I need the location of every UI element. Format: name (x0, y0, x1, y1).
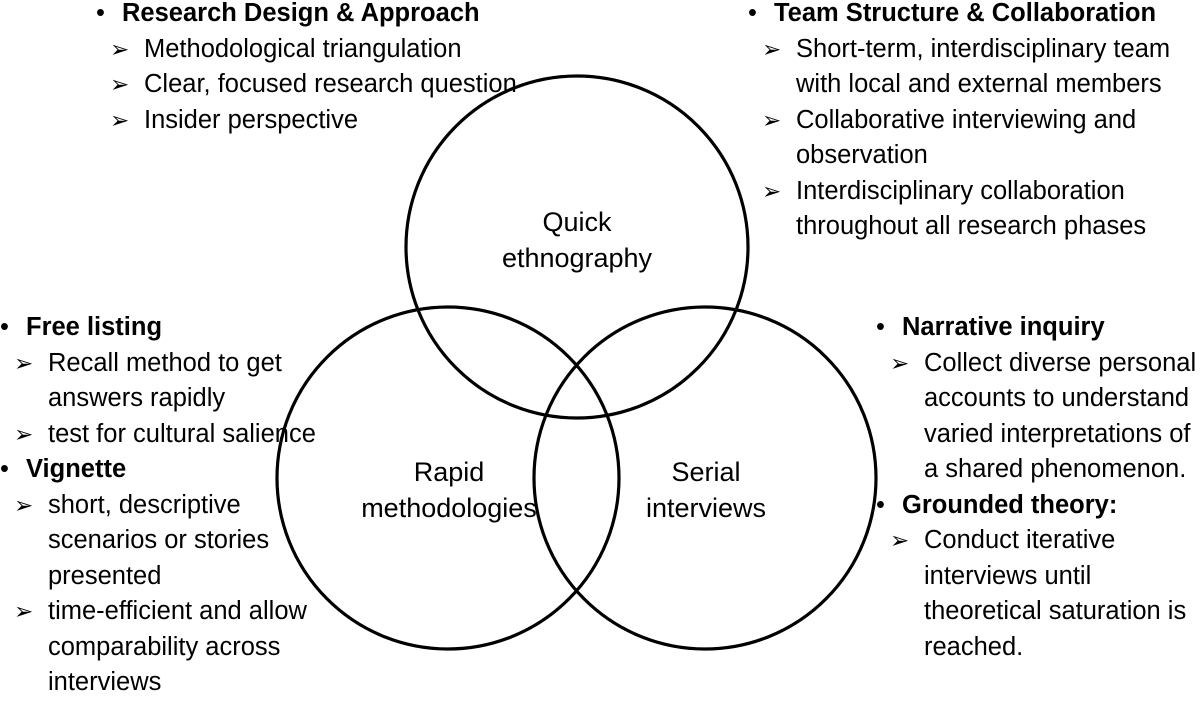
bullet-heading-row: • Vignette (0, 452, 318, 488)
bullet-dot-icon: • (0, 455, 9, 483)
heading-grounded-theory: Grounded theory: (902, 490, 1118, 519)
heading-narrative-inquiry: Narrative inquiry (902, 313, 1105, 341)
bullet-item-row: ➢ Short-term, interdisciplinary team wit… (762, 32, 1200, 103)
venn-label-serial-interviews: Serial interviews (645, 457, 767, 523)
heading-vignette: Vignette (26, 455, 127, 483)
annotation-team-structure: • Team Structure & Collaboration ➢ Short… (748, 0, 1200, 245)
bullet-arrow-icon: ➢ (14, 598, 34, 624)
item-text: Conduct iterative interviews until theor… (924, 526, 1187, 661)
bullet-arrow-icon: ➢ (110, 71, 130, 97)
bullet-item-row: ➢ Conduct iterative interviews until the… (890, 523, 1200, 665)
bullet-arrow-icon: ➢ (14, 420, 34, 447)
item-text: Insider perspective (144, 105, 359, 134)
bullet-item-row: ➢ test for cultural salience (14, 417, 318, 453)
bullet-heading-row: • Free listing (0, 310, 318, 346)
circle-serial-interviews (532, 305, 878, 651)
item-text: short, descriptive scenarios or stories … (48, 490, 270, 590)
bullet-item-row: ➢ time-efficient and allow comparability… (14, 594, 318, 701)
bullet-arrow-icon: ➢ (14, 349, 34, 376)
bullet-item-row: ➢ short, descriptive scenarios or storie… (14, 488, 318, 595)
bullet-arrow-icon: ➢ (110, 35, 130, 62)
bullet-dot-icon: • (876, 490, 885, 519)
venn-label-quick-ethnography: Quick ethnography (501, 207, 653, 273)
bullet-arrow-icon: ➢ (762, 106, 782, 133)
bullet-item-row: ➢ Interdisciplinary collaboration throug… (762, 174, 1200, 245)
item-text: time-efficient and allow comparability a… (48, 597, 307, 696)
heading-research-design: Research Design & Approach (122, 0, 480, 27)
circle-quick-ethnography (404, 74, 750, 420)
annotation-narrative-grounded: • Narrative inquiry ➢ Collect diverse pe… (876, 310, 1200, 665)
bullet-arrow-icon: ➢ (890, 527, 910, 553)
bullet-arrow-icon: ➢ (762, 177, 782, 204)
bullet-arrow-icon: ➢ (14, 491, 34, 518)
item-text: Collaborative interviewing and observati… (796, 105, 1137, 170)
item-text: test for cultural salience (48, 419, 316, 448)
bullet-arrow-icon: ➢ (762, 35, 782, 62)
item-text: Recall method to get answers rapidly (48, 348, 282, 413)
bullet-item-row: ➢ Collect diverse personal accounts to u… (890, 346, 1200, 488)
venn-label-rapid-methodologies: Rapid methodologies (361, 457, 537, 523)
bullet-dot-icon: • (748, 0, 757, 27)
bullet-heading-row: • Grounded theory: (876, 488, 1200, 524)
item-text: Collect diverse personal accounts to und… (924, 348, 1197, 484)
bullet-item-row: ➢ Insider perspective (110, 103, 566, 139)
bullet-heading-row: • Narrative inquiry (876, 310, 1200, 346)
bullet-item-row: ➢ Collaborative interviewing and observa… (762, 103, 1200, 174)
bullet-arrow-icon: ➢ (890, 349, 910, 376)
item-text: Interdisciplinary collaboration througho… (796, 176, 1147, 241)
circle-rapid-methodologies (275, 305, 621, 651)
item-text: Clear, focused research question (144, 70, 517, 98)
heading-team-structure: Team Structure & Collaboration (774, 0, 1157, 27)
heading-free-listing: Free listing (26, 313, 163, 341)
bullet-dot-icon: • (876, 313, 885, 341)
item-text: Short-term, interdisciplinary team with … (796, 34, 1171, 99)
bullet-item-row: ➢ Clear, focused research question (110, 67, 566, 103)
bullet-heading-row: • Team Structure & Collaboration (748, 0, 1200, 32)
bullet-dot-icon: • (0, 313, 9, 341)
bullet-item-row: ➢ Methodological triangulation (110, 32, 566, 68)
annotation-free-listing-vignette: • Free listing ➢ Recall method to get an… (0, 310, 318, 701)
bullet-heading-row: • Research Design & Approach (96, 0, 566, 32)
item-text: Methodological triangulation (144, 34, 462, 63)
bullet-dot-icon: • (96, 0, 105, 27)
bullet-item-row: ➢ Recall method to get answers rapidly (14, 346, 318, 417)
annotation-research-design: • Research Design & Approach ➢ Methodolo… (96, 0, 566, 138)
bullet-arrow-icon: ➢ (110, 106, 130, 133)
